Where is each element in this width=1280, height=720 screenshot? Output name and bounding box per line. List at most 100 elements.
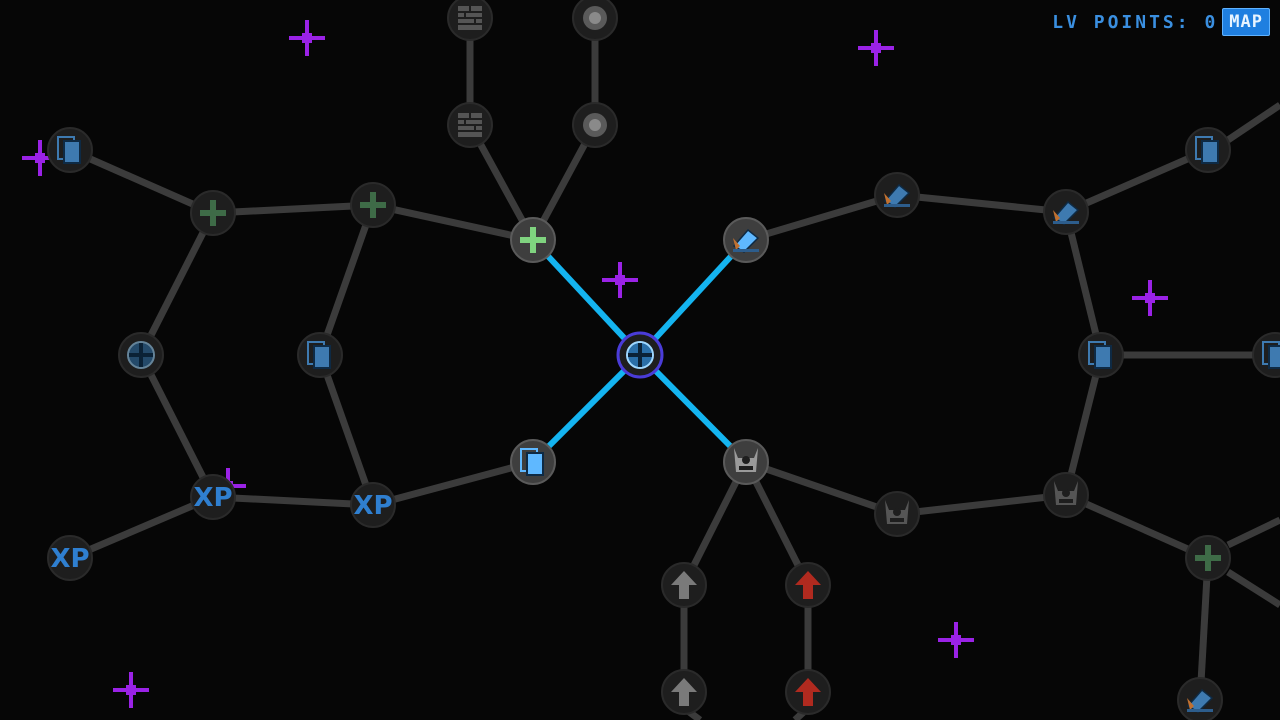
health-shield-icon [626,341,654,369]
skill-node-monR2[interactable] [1043,472,1089,518]
skill-link [372,458,534,509]
skill-node-n_down_right[interactable] [723,439,769,485]
skill-link [745,191,898,244]
svg-text:XP: XP [353,491,392,521]
star-sparkle [858,30,894,66]
skill-link [137,353,217,499]
star-sparkle [938,622,974,658]
skill-link [68,493,215,562]
scroll-icon [732,228,760,253]
skill-link [896,191,1067,216]
skill-node-arrowR2[interactable] [785,669,831,715]
skill-link [316,203,377,357]
cards-icon [1088,341,1112,369]
active-skill-link [637,237,749,358]
cards-icon [1262,341,1280,369]
skill-link [68,146,215,217]
scroll-icon [883,183,911,208]
red-arrow-icon [795,571,821,599]
skill-node-scrollR1[interactable] [874,172,920,218]
skill-node-scrollR2[interactable] [1043,189,1089,235]
skill-node-orb1[interactable] [572,102,618,148]
red-arrow-icon [795,678,821,706]
green-plus-icon [1195,545,1221,571]
skill-node-n_down_left[interactable] [510,439,556,485]
star-sparkle [113,672,149,708]
skill-node-brick1[interactable] [447,102,493,148]
active-skill-link [530,237,643,358]
skill-node-orb2[interactable] [572,0,618,41]
cards-icon [307,341,331,369]
monster-icon [734,448,758,472]
xp-icon: XP [353,491,392,521]
cards-icon [1195,136,1219,164]
health-shield-icon [127,341,155,369]
skill-node-xpL1[interactable]: XP [350,482,396,528]
skill-node-xpL2[interactable]: XP [190,474,236,520]
skill-node-arrowG1[interactable] [661,562,707,608]
active-skill-link [637,352,749,465]
skill-node-cardsRE[interactable] [1252,332,1280,378]
skill-node-cardsR[interactable] [1078,332,1124,378]
skill-link [1226,516,1280,549]
skill-link [1064,491,1210,562]
orb-icon [583,113,607,137]
skill-node-arrowR1[interactable] [785,562,831,608]
skill-link [212,493,374,509]
xp-icon: XP [193,483,232,513]
skill-node-brick2[interactable] [447,0,493,41]
skill-link [137,211,217,357]
skill-node-scrollBR[interactable] [1177,677,1223,720]
grey-arrow-icon [671,571,697,599]
skill-link [1062,354,1105,496]
skill-node-plusL1[interactable] [350,182,396,228]
skill-node-arrowG2[interactable] [661,669,707,715]
cards-icon [57,136,81,164]
green-plus-icon [520,227,546,253]
skill-node-plusL2[interactable] [190,190,236,236]
green-plus-icon [200,200,226,226]
skill-link [1196,557,1212,701]
grey-arrow-icon [671,678,697,706]
skill-node-xpL3[interactable]: XP [47,535,93,581]
scroll-icon [1186,688,1214,713]
skill-node-cardsTR[interactable] [1185,127,1231,173]
svg-text:XP: XP [193,483,232,513]
skill-node-plusBR[interactable] [1185,535,1231,581]
skill-node-n_right_up[interactable] [723,217,769,263]
skill-nodes: XP XP XP [47,0,1280,720]
skill-link [316,353,377,507]
skill-node-cardsTL[interactable] [47,127,93,173]
star-sparkle [602,262,638,298]
star-sparkle [22,140,58,176]
brick-wall-icon [458,113,482,137]
skill-node-shieldL[interactable] [118,332,164,378]
svg-text:XP: XP [50,544,89,574]
xp-icon: XP [50,544,89,574]
lv-points-counter: LV POINTS: 0 [1052,11,1219,33]
green-plus-icon [360,192,386,218]
hud: LV POINTS: 0 MAP [1052,8,1270,36]
skill-node-monR1[interactable] [874,491,920,537]
active-skill-link [530,352,643,465]
skill-link [1064,146,1210,216]
monster-icon [885,500,909,524]
star-sparkle [289,20,325,56]
map-button[interactable]: MAP [1222,8,1270,36]
skill-link [372,201,534,244]
monster-icon [1054,481,1078,505]
orb-icon [583,6,607,30]
skill-link [1226,102,1280,143]
skill-link [1226,569,1280,608]
skill-node-n_up[interactable] [510,217,556,263]
skill-link [896,491,1067,518]
scroll-icon [1052,200,1080,225]
star-sparkle [1132,280,1168,316]
skill-node-cardsL[interactable] [297,332,343,378]
skill-link [1062,211,1105,356]
skill-link [744,458,899,518]
skill-node-center[interactable] [616,331,664,379]
brick-wall-icon [458,6,482,30]
cards-icon [520,448,544,476]
